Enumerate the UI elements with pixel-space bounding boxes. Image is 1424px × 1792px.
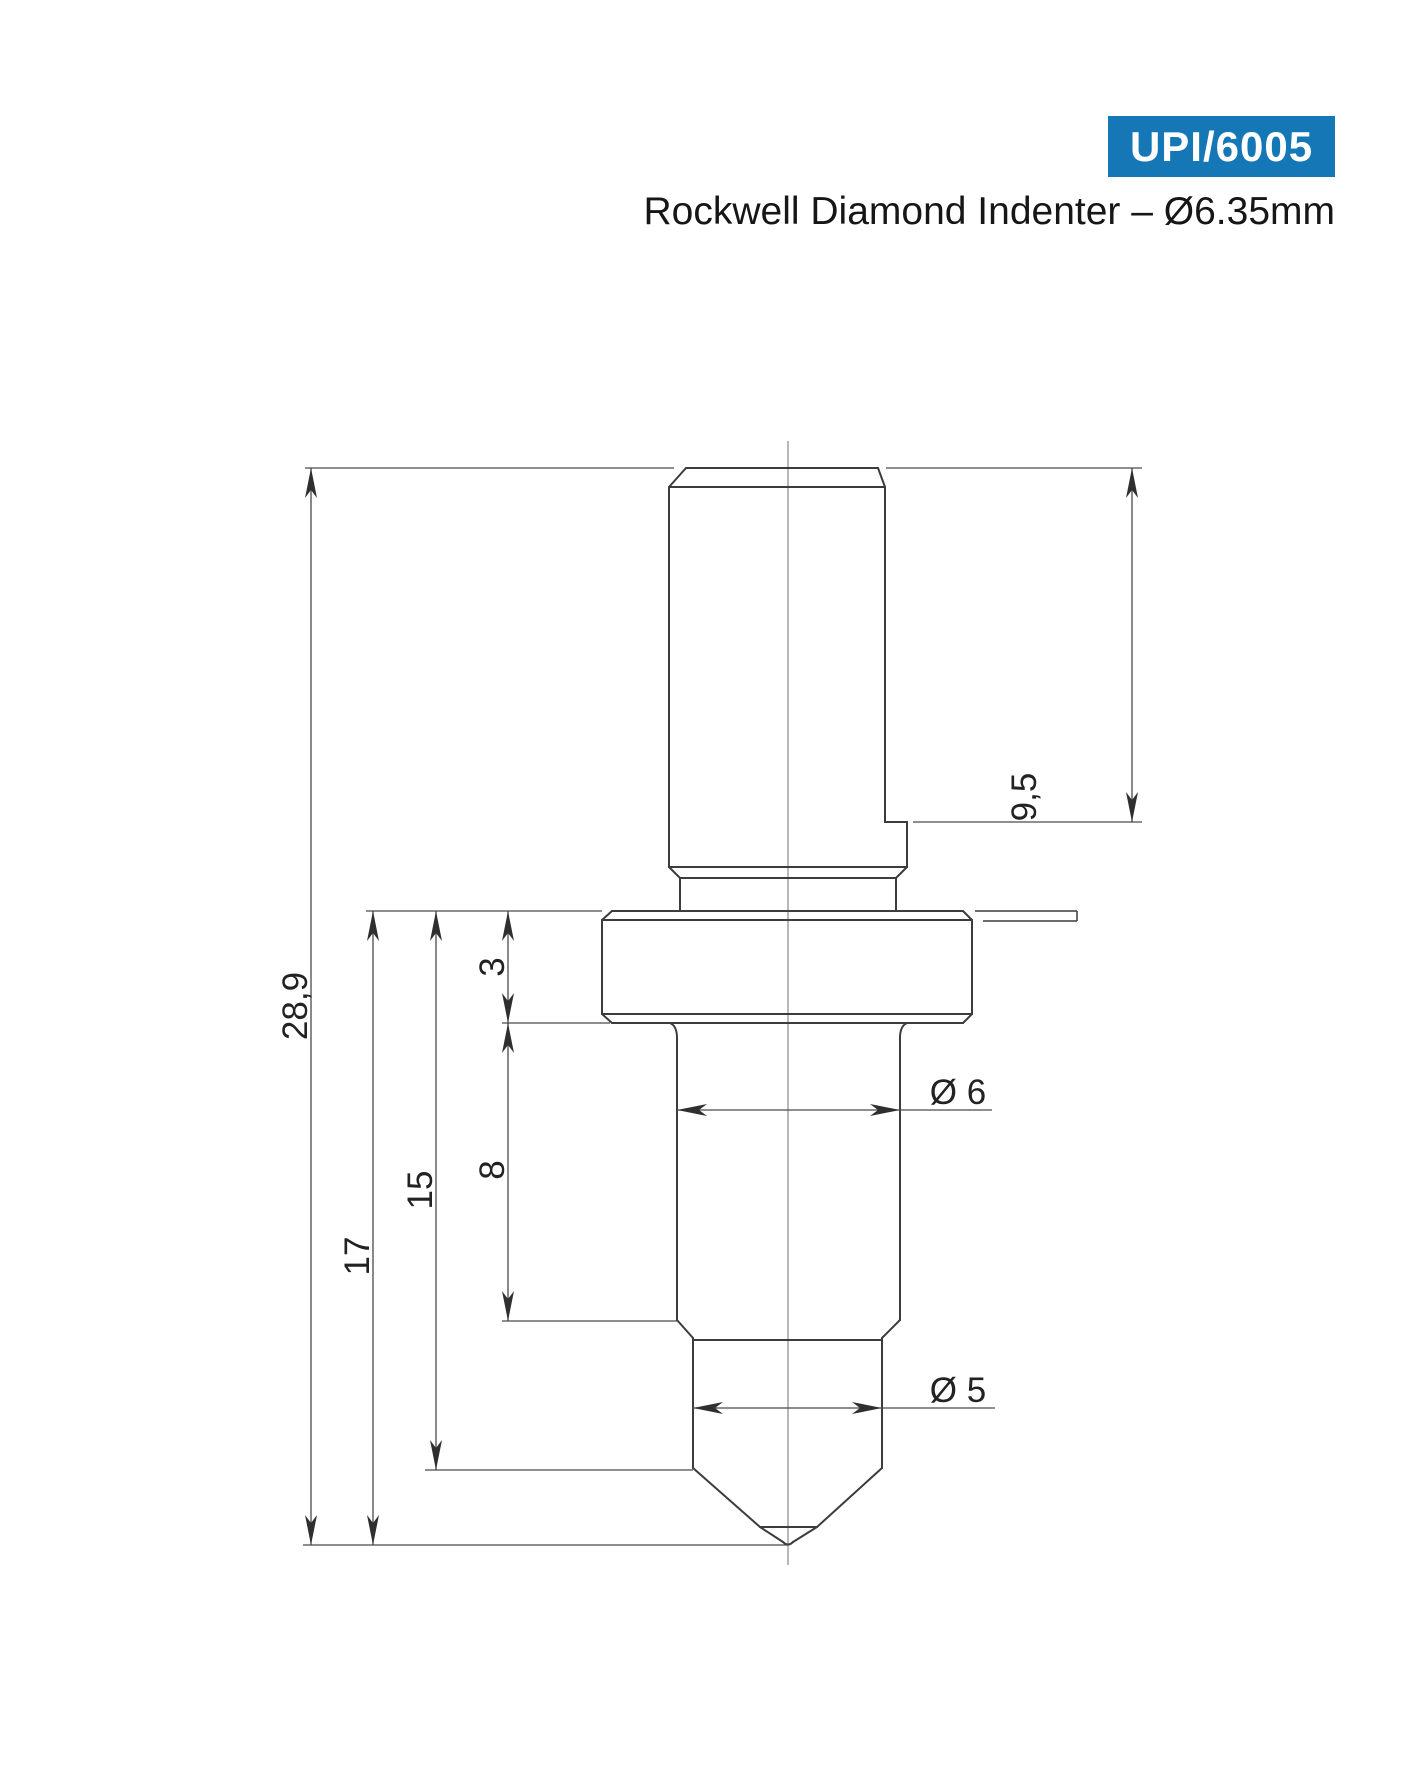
drawing-title: Rockwell Diamond Indenter – Ø6.35mm (643, 190, 1335, 233)
dimension-nose-diameter: Ø 5 (693, 1371, 995, 1414)
dimension-collar-thickness-label: 3 (473, 957, 512, 976)
dimension-shank-depth-label: 9,5 (1005, 773, 1044, 822)
dimension-stem-diameter-label: Ø 6 (930, 1073, 986, 1112)
part-outline (601, 467, 1078, 1546)
dimension-collar-to-cone: 15 (401, 911, 442, 1470)
dimension-overall-height-label: 28,9 (276, 972, 315, 1040)
dimension-collar-thickness: 3 (473, 911, 514, 1023)
dimension-shank-depth: 9,5 (1005, 468, 1138, 822)
dimension-overall-height: 28,9 (276, 468, 317, 1545)
product-code-badge: UPI/6005 (1108, 116, 1335, 177)
dimension-collar-to-tip-label: 17 (338, 1237, 377, 1276)
extension-lines (303, 467, 1142, 1546)
dimension-stem-length: 8 (473, 1023, 514, 1321)
dimension-nose-diameter-label: Ø 5 (930, 1371, 986, 1410)
dimension-stem-length-label: 8 (473, 1160, 512, 1179)
dimension-stem-diameter: Ø 6 (677, 1073, 992, 1116)
dimension-collar-to-tip: 17 (338, 911, 379, 1545)
dimension-collar-to-cone-label: 15 (401, 1171, 440, 1210)
